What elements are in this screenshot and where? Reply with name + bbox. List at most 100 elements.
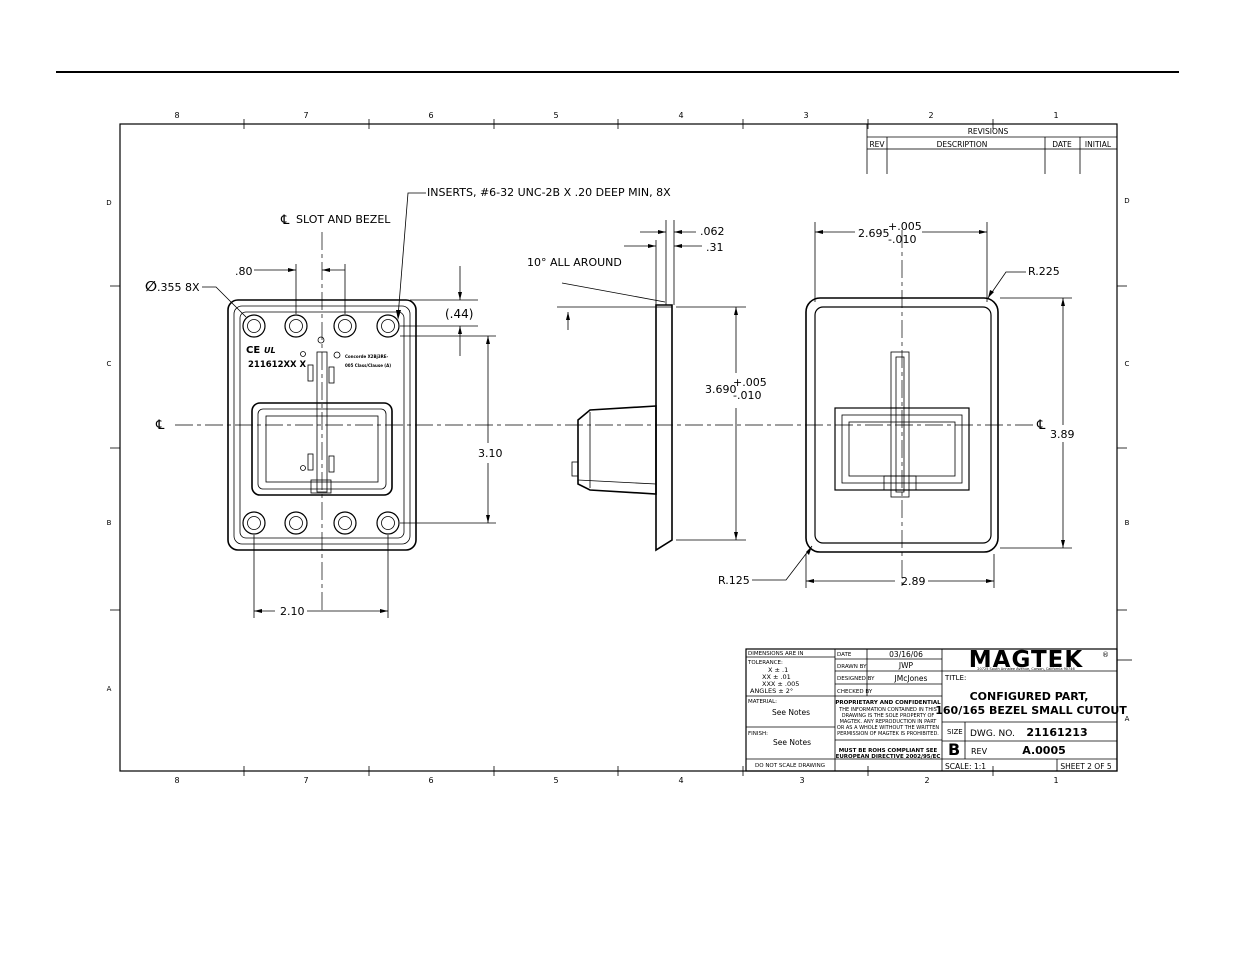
drawing-border: [119, 123, 1118, 772]
dim-310: 3.10: [478, 447, 503, 460]
size-value: B: [948, 740, 960, 759]
draft-note: 10° ALL AROUND: [527, 256, 622, 269]
tol-3690-plus: +.005: [733, 376, 767, 389]
revisions-col-description: DESCRIPTION: [937, 140, 988, 149]
rohs-line-2: EUROPEAN DIRECTIVE 2002/95/EC: [836, 754, 941, 760]
marking-part-number: 211612XX X: [248, 360, 307, 370]
zone-row-label: D: [106, 199, 111, 207]
dwg-no-label: DWG. NO.: [970, 729, 1015, 739]
callout-dia-holes: .355 8X: [157, 281, 200, 294]
dim-2695: 2.695: [858, 227, 890, 240]
dim-062: .062: [700, 225, 725, 238]
material-value: See Notes: [772, 708, 810, 717]
company-logo: MAGTEK: [969, 647, 1084, 673]
do-not-scale: DO NOT SCALE DRAWING: [755, 763, 825, 769]
tolerance-label: TOLERANCE:: [747, 660, 783, 666]
proprietary-line: PERMISSION OF MAGTEK IS PROHIBITED.: [837, 731, 939, 737]
date-value: 03/16/06: [889, 650, 923, 659]
rev-label: REV: [971, 747, 988, 756]
zone-labels-left: D C B A: [106, 199, 111, 693]
sheet-label: SHEET 2 OF 5: [1060, 762, 1112, 771]
zone-row-label: A: [1125, 715, 1130, 723]
checked-by-label: CHECKED BY: [837, 689, 873, 695]
zone-col-label: 7: [303, 776, 308, 785]
revisions-col-initial: INITIAL: [1085, 140, 1112, 149]
zone-col-label: 2: [924, 776, 929, 785]
dia-leader: [202, 286, 247, 318]
rohs-line-1: MUST BE ROHS COMPLIANT SEE: [839, 748, 938, 754]
zone-col-label: 5: [553, 776, 558, 785]
zone-row-label: A: [107, 685, 112, 693]
zone-col-label: 1: [1053, 776, 1058, 785]
zone-col-label: 3: [799, 776, 804, 785]
title-line-1: CONFIGURED PART,: [970, 690, 1089, 703]
mounting-holes: [242, 314, 400, 535]
zone-col-label: 5: [553, 111, 558, 120]
revisions-col-date: DATE: [1052, 140, 1072, 149]
tol-3690-minus: -.010: [733, 389, 761, 402]
zone-col-label: 7: [303, 111, 308, 120]
title-line-2: 160/165 BEZEL SMALL CUTOUT: [935, 704, 1127, 717]
dimensions-note: DIMENSIONS ARE IN: [748, 651, 804, 657]
zone-col-label: 6: [428, 776, 433, 785]
marking-ul: UL: [264, 346, 276, 355]
radius-225: R.225: [1028, 265, 1060, 278]
callout-inserts: INSERTS, #6-32 UNC-2B X .20 DEEP MIN, 8X: [427, 186, 671, 199]
designed-by-value: JMcJones: [894, 674, 928, 683]
title-block: DIMENSIONS ARE IN TOLERANCE: X ± .1 XX ±…: [745, 647, 1132, 772]
zone-ticks: [110, 119, 1127, 776]
material-label: MATERIAL:: [748, 699, 777, 705]
zone-col-label: 4: [678, 776, 683, 785]
zone-row-label: B: [107, 519, 112, 527]
inserts-leader: [397, 192, 426, 318]
proprietary-line: MAGTEK. ANY REPRODUCTION IN PART: [840, 719, 938, 725]
side-view: [571, 220, 675, 552]
tol-angles: ANGLES ± 2°: [750, 687, 793, 695]
finish-label: FINISH:: [748, 731, 768, 737]
scale-label: SCALE: 1:1: [945, 762, 986, 771]
date-label: DATE: [837, 652, 852, 658]
centerline-symbol-slot: ℄: [280, 213, 290, 228]
dim-31: .31: [706, 241, 724, 254]
designed-by-label: DESIGNED BY: [837, 676, 875, 682]
proprietary-line: OR AS A WHOLE WITHOUT THE WRITTEN: [837, 725, 939, 731]
zone-col-label: 1: [1053, 111, 1058, 120]
centerline-symbol-left: ℄: [155, 418, 165, 433]
revisions-col-rev: REV: [869, 140, 885, 149]
proprietary-line: DRAWING IS THE SOLE PROPERTY OF: [842, 713, 935, 719]
zone-col-label: 4: [678, 111, 683, 120]
radius-125: R.125: [718, 574, 750, 587]
tol-x: X ± .1: [768, 666, 788, 674]
proprietary-title: PROPRIETARY AND CONFIDENTIAL: [835, 700, 941, 706]
dim-289: 2.89: [901, 575, 926, 588]
callout-slot-bezel: SLOT AND BEZEL: [296, 213, 391, 226]
title-label: TITLE:: [944, 674, 966, 682]
dwg-no-value: 21161213: [1026, 726, 1087, 739]
zone-row-label: B: [1125, 519, 1130, 527]
tol-2695-minus: -.010: [888, 233, 916, 246]
dim-80: .80: [235, 265, 253, 278]
zone-row-label: C: [107, 360, 112, 368]
zone-col-label: 8: [174, 776, 179, 785]
zone-row-label: D: [1124, 197, 1129, 205]
dim-44: (.44): [445, 307, 473, 321]
centerline-symbol-right: ℄: [1036, 418, 1046, 433]
zone-labels-bottom: 8 7 6 5 4 3 2 1: [174, 776, 1058, 785]
finish-value: See Notes: [773, 738, 811, 747]
rev-value: A.0005: [1022, 744, 1066, 757]
revisions-title: REVISIONS: [968, 127, 1009, 136]
proprietary-line: THE INFORMATION CONTAINED IN THIS: [838, 707, 937, 713]
dia-symbol: ∅: [145, 279, 157, 295]
zone-col-label: 8: [174, 111, 179, 120]
revisions-table: REVISIONS REV DESCRIPTION DATE INITIAL: [866, 123, 1118, 174]
tol-xxx: XXX ± .005: [762, 680, 799, 688]
tol-xx: XX ± .01: [762, 673, 791, 681]
zone-labels-top: 8 7 6 5 4 3 2 1: [174, 111, 1058, 120]
company-mark: ®: [1102, 651, 1109, 659]
marking-clause-2: 005 Class/Clause (A): [345, 363, 391, 368]
dim-3690: 3.690: [705, 383, 737, 396]
company-address: 20725 South Annalee Avenue, Carson, Cali…: [977, 667, 1074, 671]
dim-210: 2.10: [280, 605, 305, 618]
drawn-by-label: DRAWN BY: [837, 664, 867, 670]
marking-clause-1: Concorde X2Bj3RE-: [345, 354, 388, 359]
